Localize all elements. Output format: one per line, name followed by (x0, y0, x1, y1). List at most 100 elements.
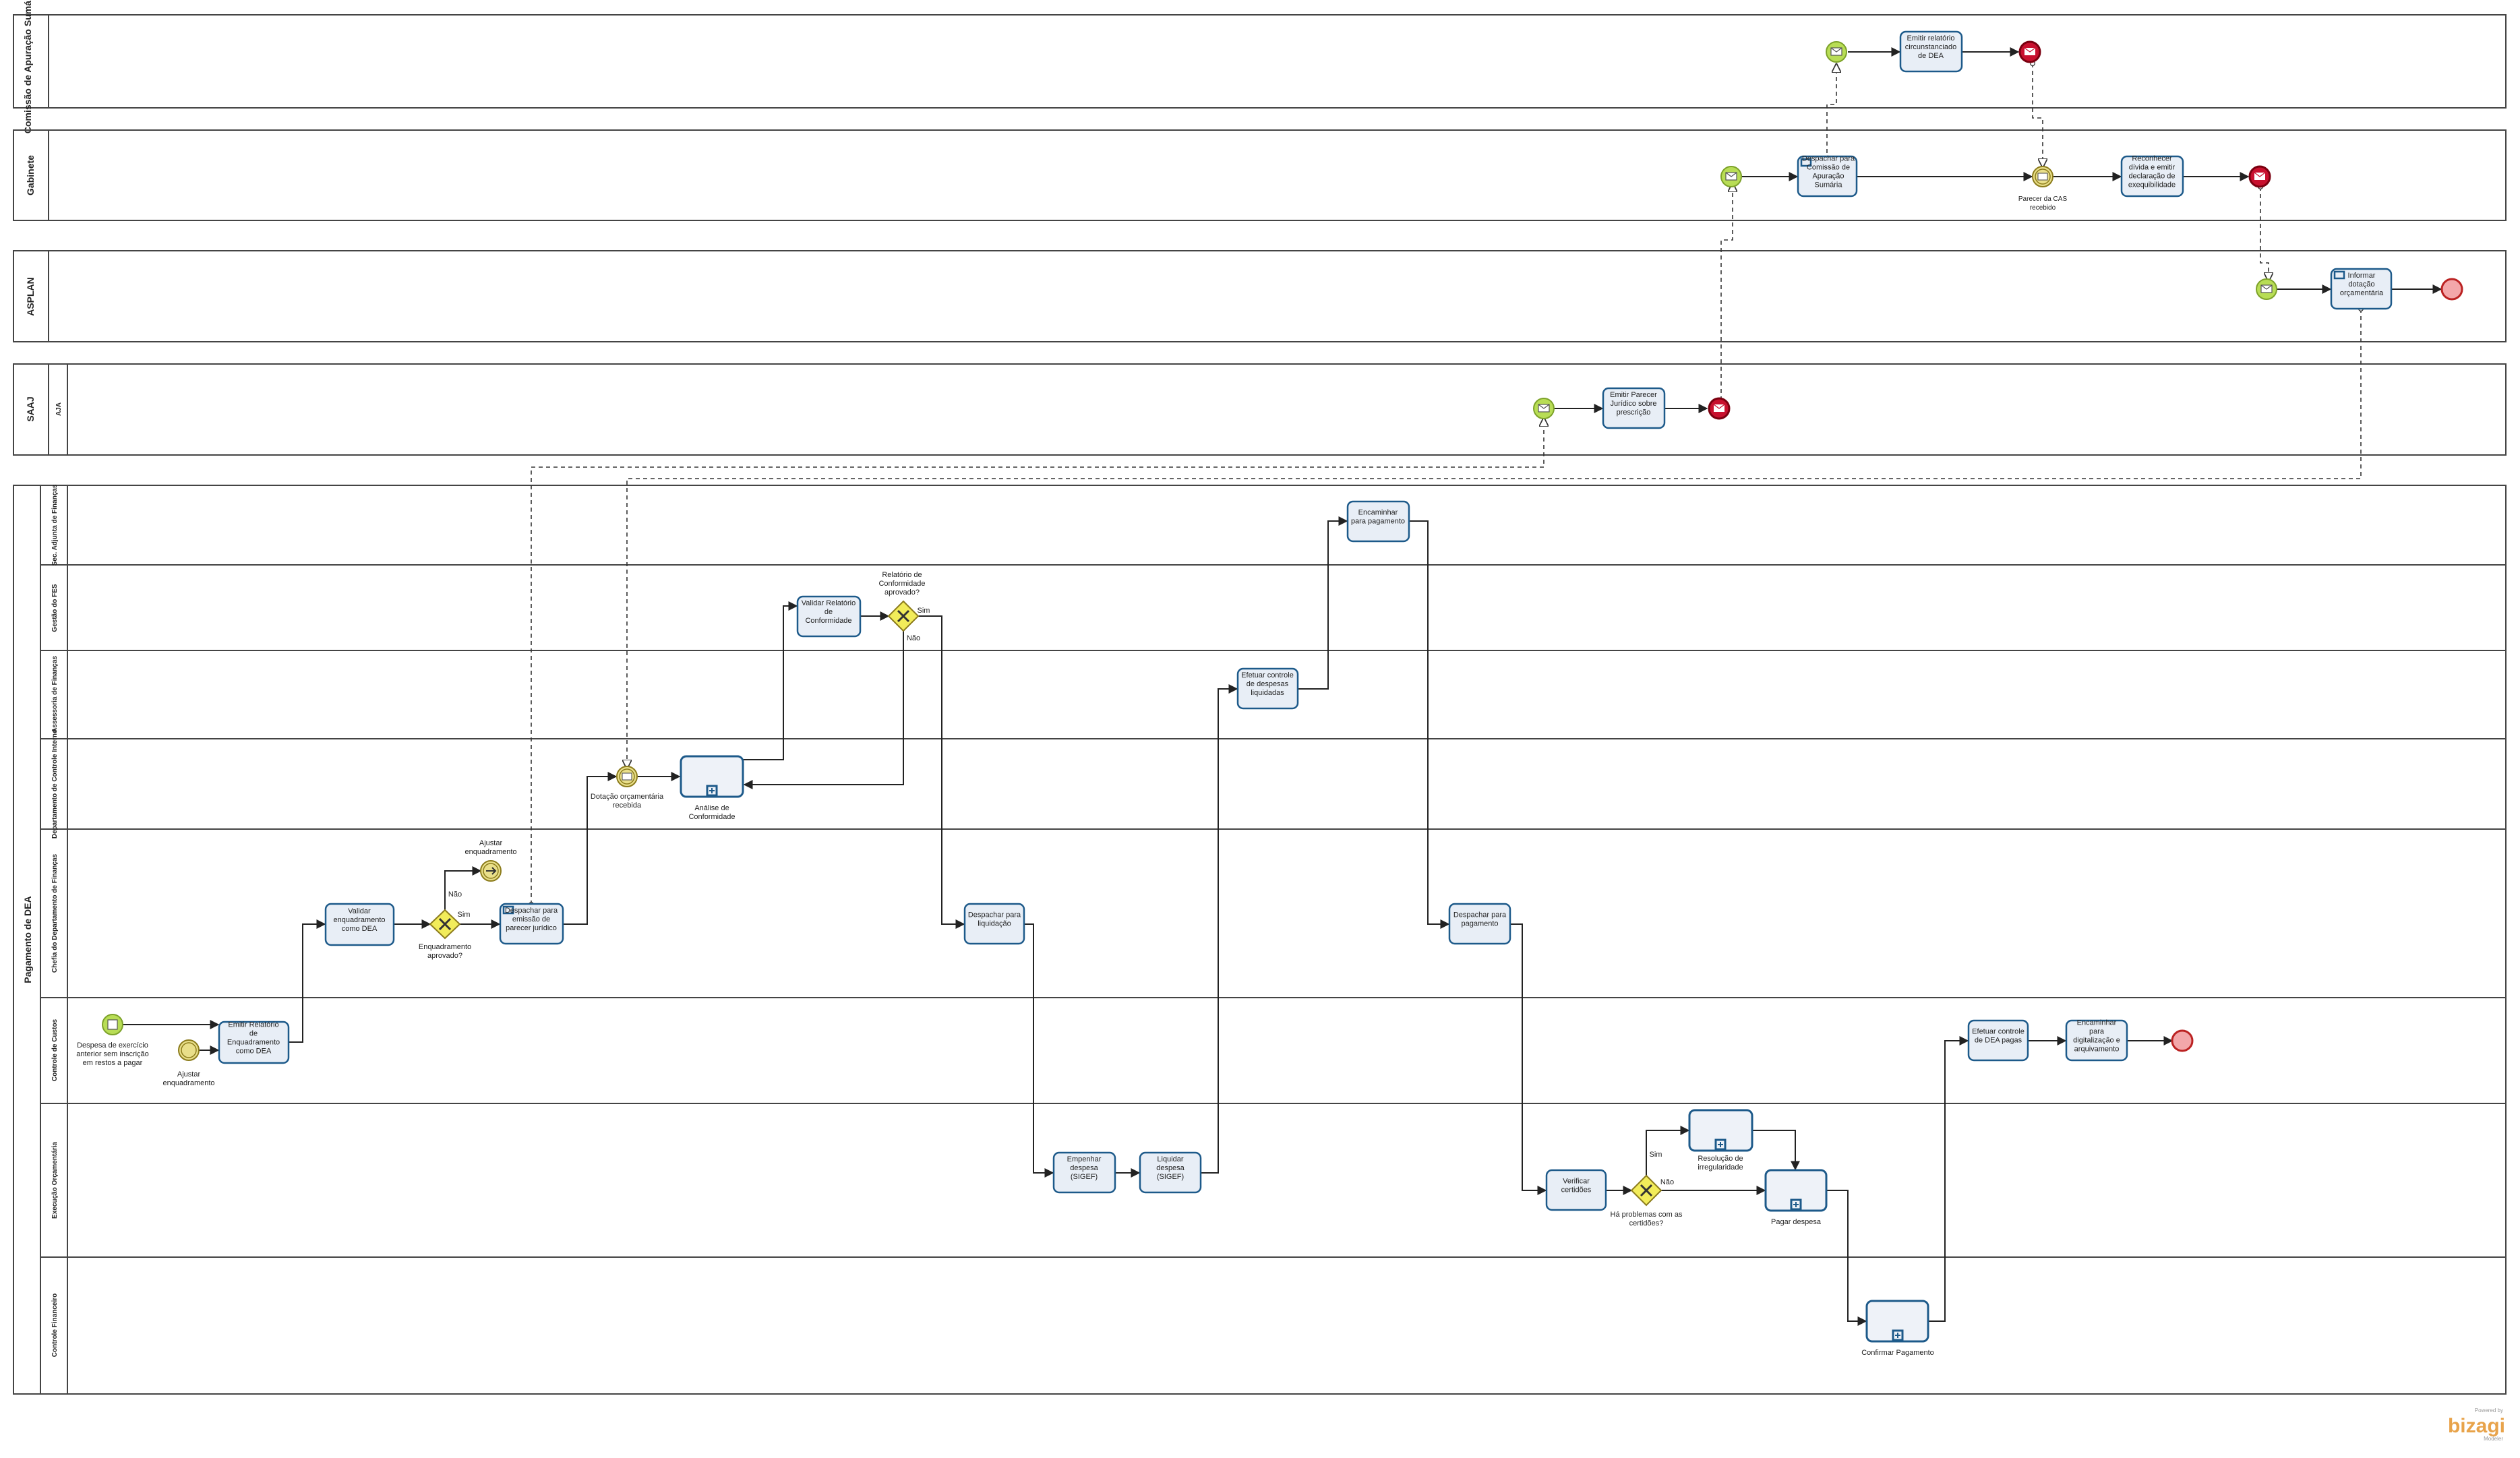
gateway-relatorio[interactable] (887, 600, 920, 632)
subprocess-pagar[interactable] (1764, 1169, 1828, 1212)
start-event-cas[interactable] (1826, 41, 1847, 63)
start-event-despesa[interactable] (102, 1014, 123, 1035)
start-event-gabinete[interactable] (1720, 166, 1742, 187)
task-despachar-liquidacao[interactable] (963, 903, 1025, 945)
pool-gabinete: Gabinete (13, 129, 2507, 221)
lane-gestao-fes: Gestão do FES (51, 584, 59, 632)
pool-name-asplan: ASPLAN (25, 277, 36, 316)
pool-name-gabinete: Gabinete (25, 155, 36, 195)
start-event-asplan[interactable] (2256, 278, 2277, 300)
intermediate-event-parecer-cas[interactable] (2032, 166, 2053, 187)
label-nao-rel: Não (907, 634, 920, 642)
pool-name-saaj: SAAJ (25, 396, 36, 421)
bizagi-logo: Powered by bizagi Modeler (2448, 1407, 2505, 1442)
pool-name-cas: Comissão de Apuração Sumária (22, 0, 33, 133)
svg-text:Powered by: Powered by (2475, 1407, 2503, 1414)
label-pagar: Pagar despesa (1771, 1218, 1822, 1226)
end-event-cas[interactable] (2018, 40, 2041, 63)
task-emitir-relatorio-cas[interactable] (1899, 30, 1963, 73)
task-liquidar[interactable] (1139, 1151, 1202, 1194)
message-flows (531, 63, 2361, 905)
task-emitir-relatorio-enq[interactable] (218, 1021, 290, 1064)
lane-execucao-orcamentaria: Execução Orçamentária (51, 1142, 59, 1219)
label-confirmar: Confirmar Pagamento (1861, 1349, 1934, 1357)
start-event-aja[interactable] (1533, 398, 1555, 419)
lane-assessoria-financas: Assessoria de Finanças (51, 656, 59, 733)
task-encaminhar-pagamento[interactable] (1346, 500, 1410, 543)
task-verificar-certidoes[interactable] (1545, 1169, 1607, 1211)
label-sim-rel: Sim (918, 607, 930, 615)
lane-chefia-financas: Chefia do Departamento de Finanças (51, 853, 59, 973)
pool-saaj: SAAJ AJA (13, 363, 2507, 456)
end-event-custos[interactable] (2171, 1029, 2194, 1052)
pool-asplan: ASPLAN (13, 250, 2507, 342)
end-event-asplan[interactable] (2440, 278, 2463, 301)
subprocess-analise[interactable] (680, 755, 744, 798)
label-nao-enq: Não (448, 890, 462, 899)
gateway-certidoes[interactable] (1630, 1174, 1662, 1207)
task-empenhar[interactable] (1052, 1151, 1116, 1194)
label-sim-enq: Sim (458, 911, 471, 919)
svg-text:bizagi: bizagi (2448, 1415, 2505, 1437)
subprocess-resolucao[interactable] (1688, 1109, 1753, 1152)
lane-name-aja: AJA (55, 402, 63, 416)
task-informar-dotacao[interactable] (2330, 268, 2393, 310)
pool-name-pagamento: Pagamento de DEA (22, 896, 33, 983)
intermediate-event-ajustar[interactable] (178, 1039, 200, 1061)
lane-controle-interno: Departamento de Controle Interno (51, 729, 59, 839)
pool-cas: Comissão de Apuração Sumária (13, 0, 2507, 133)
task-encaminhar-arquivamento[interactable] (2065, 1019, 2128, 1062)
subprocess-confirmar[interactable] (1865, 1300, 1929, 1343)
task-despachar-cas[interactable] (1797, 155, 1858, 198)
intermediate-throw-ajustar[interactable] (480, 860, 502, 882)
label-sim-cert: Sim (1650, 1151, 1662, 1159)
sequence-flows (123, 47, 2442, 1326)
end-event-gabinete[interactable] (2248, 165, 2271, 188)
task-validar-enquadramento[interactable] (324, 903, 395, 946)
task-despachar-juridico[interactable] (499, 903, 564, 945)
task-despachar-pagamento[interactable] (1448, 903, 1511, 945)
end-event-aja[interactable] (1708, 397, 1731, 420)
label-nao-cert: Não (1660, 1178, 1674, 1186)
intermediate-event-dotacao[interactable] (616, 766, 638, 787)
task-validar-relatorio[interactable] (796, 595, 862, 638)
lane-sec-adjunta: Sec. Adjunta de Finanças (51, 484, 59, 566)
lane-controle-financeiro: Controle Financeiro (51, 1294, 59, 1357)
task-emitir-parecer[interactable] (1602, 387, 1666, 429)
svg-text:Modeler: Modeler (2484, 1436, 2503, 1442)
gateway-enquadramento[interactable] (429, 909, 461, 940)
task-efetuar-controle-liquidadas[interactable] (1236, 667, 1299, 710)
lane-controle-custos: Controle de Custos (51, 1019, 59, 1081)
task-efetuar-controle-dea[interactable] (1967, 1019, 2029, 1062)
task-reconhecer-divida[interactable] (2120, 155, 2184, 198)
